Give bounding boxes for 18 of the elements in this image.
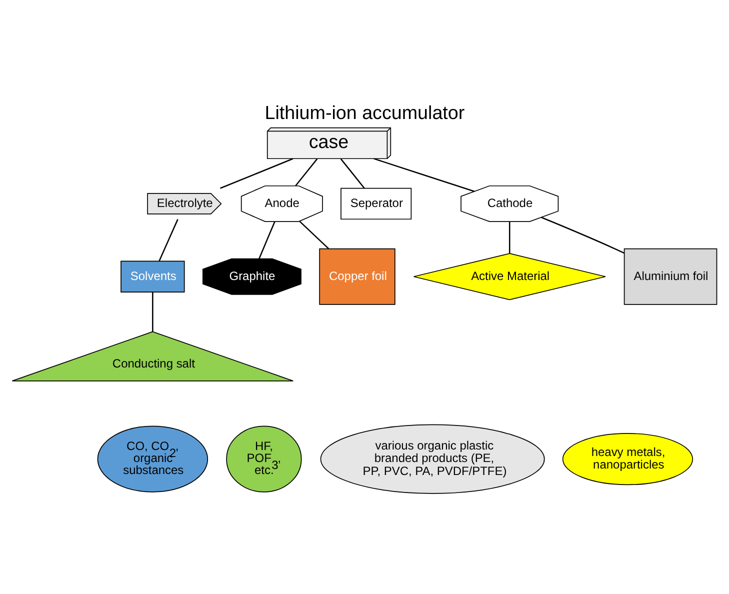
connector bbox=[541, 216, 624, 254]
node-box: Solvents bbox=[120, 260, 185, 292]
node-ellipse: heavy metals, nanoparticles bbox=[562, 433, 694, 486]
connector bbox=[220, 158, 294, 189]
node-box: Copper foil bbox=[319, 248, 396, 305]
node-diamond: Active Material bbox=[413, 253, 606, 300]
connector bbox=[374, 158, 475, 192]
connector bbox=[295, 158, 318, 186]
node-box: Seperator bbox=[340, 188, 412, 220]
node-ellipse: various organic plastic branded products (PE, PP, PVC, PA, PVDF/PTFE) bbox=[320, 424, 545, 494]
connector bbox=[299, 220, 330, 250]
connector bbox=[258, 221, 276, 259]
connector bbox=[508, 221, 510, 254]
connector bbox=[152, 292, 154, 332]
connector bbox=[158, 219, 178, 262]
connector bbox=[340, 158, 365, 189]
diagram-title: Lithium-ion accumulator bbox=[264, 102, 465, 123]
node-box: Aluminium foil bbox=[624, 248, 718, 305]
